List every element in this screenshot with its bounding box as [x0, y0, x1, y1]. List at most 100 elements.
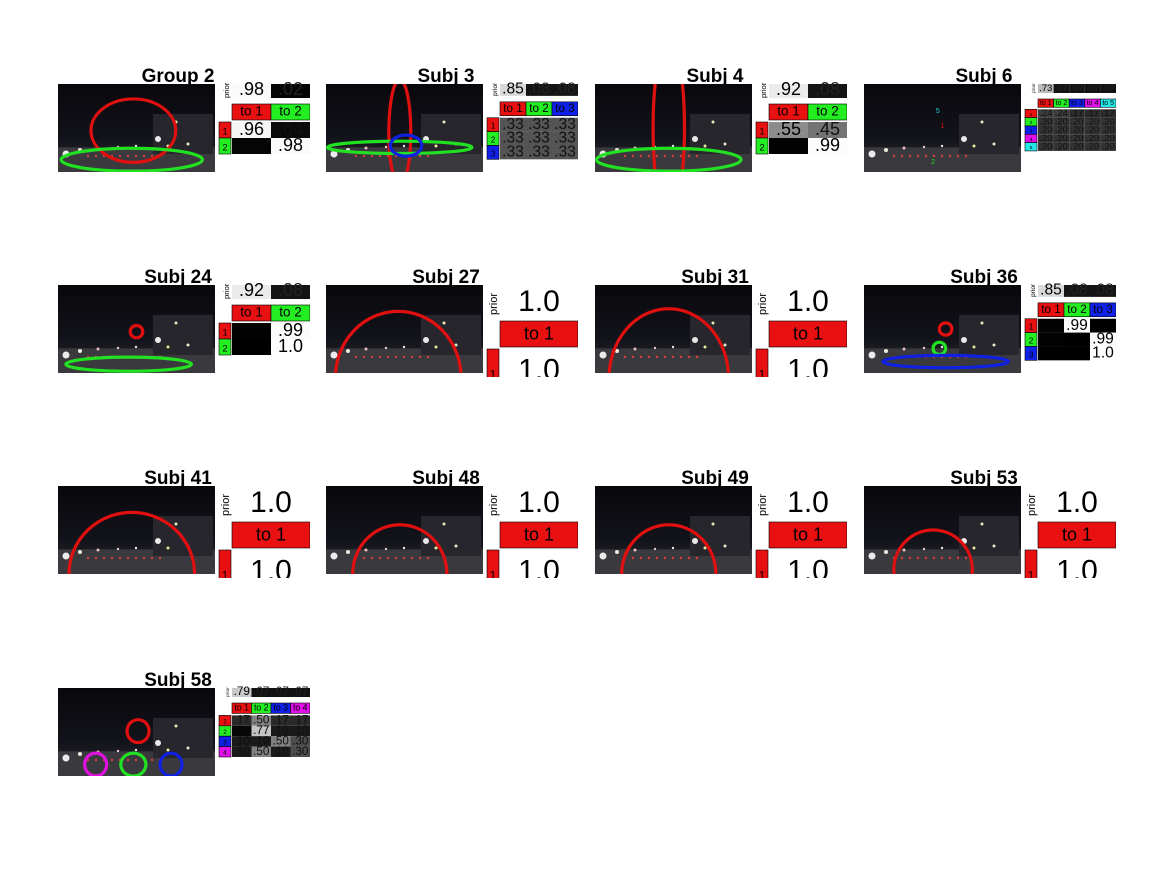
matrix-value: .45 [815, 119, 840, 139]
street-light [633, 548, 637, 552]
matrix-cell [500, 349, 578, 377]
row-header-label: 3 [1030, 128, 1033, 134]
prior-value: 1.0 [1056, 486, 1098, 519]
matrix-cell [1038, 346, 1064, 361]
tail-light [916, 154, 920, 158]
tail-light [94, 154, 98, 158]
matrix-value: .96 [239, 119, 264, 139]
prior-label: prior [1026, 494, 1038, 516]
row-header-label: 1 [1030, 112, 1033, 118]
matrix-value: .10 [253, 735, 270, 748]
col-header-cell [1037, 521, 1116, 549]
col-header-label: to 1 [524, 324, 554, 344]
prior-label: prior [488, 494, 500, 516]
street-light [671, 144, 675, 148]
row-header-cell [755, 348, 769, 377]
row-header-label: 3 [1029, 349, 1034, 359]
matrix-value: .99 [1092, 331, 1114, 348]
matrix-cell [1069, 142, 1085, 151]
street-light [972, 345, 976, 349]
matrix-cell [232, 746, 252, 757]
tail-light [150, 758, 154, 762]
street-light [402, 144, 406, 148]
col-header-cell [270, 103, 310, 121]
street-light [434, 546, 438, 550]
street-light [653, 346, 657, 350]
street-light [922, 547, 926, 551]
street-light [633, 347, 637, 351]
state-ellipse [651, 84, 687, 172]
col-header-label: to 1 [793, 525, 823, 545]
tail-light [426, 154, 430, 158]
matrix-value: .20 [1055, 133, 1068, 143]
tail-light [940, 154, 944, 158]
tail-light [924, 154, 928, 158]
tail-light [142, 154, 146, 158]
row-header-label: 3 [491, 148, 496, 158]
matrix-cell [251, 736, 271, 747]
street-light [186, 142, 190, 146]
row-header-cell [486, 145, 500, 160]
state-ellipse [620, 523, 718, 574]
col-header-cell [768, 320, 847, 348]
street-light [96, 548, 100, 552]
matrix-cell [251, 725, 271, 737]
tail-light [647, 556, 651, 560]
matrix-cell [500, 550, 578, 578]
prior-value: .98 [239, 80, 264, 99]
col-header-cell [290, 702, 310, 714]
street-light [155, 136, 161, 142]
matrix-value: .98 [278, 135, 303, 155]
matrix-value: .04 [278, 119, 303, 139]
row-header-cell [218, 338, 232, 356]
row-header-label: 1 [759, 569, 766, 578]
state-ellipse [937, 321, 954, 337]
state-ellipse [326, 139, 474, 156]
matrix-cell [251, 746, 271, 757]
matrix-value: .10 [234, 735, 251, 748]
prior-cell [232, 285, 271, 299]
subplot-title: Subj 27 [412, 267, 480, 288]
subplot-title: Subj 6 [955, 66, 1013, 87]
street-light [922, 145, 926, 149]
scene-image [595, 285, 752, 373]
prior-value: .85 [502, 80, 524, 97]
matrix-cell [500, 145, 526, 160]
matrix-cell [500, 131, 526, 146]
matrix-value: .10 [273, 724, 290, 737]
matrix-cell [1100, 109, 1116, 118]
tail-light [916, 556, 920, 560]
row-header-label: 1 [491, 121, 496, 131]
matrix-value: .50 [253, 714, 270, 727]
tail-light [639, 154, 643, 158]
col-header-label: to 2 [254, 702, 269, 712]
tail-light [402, 556, 406, 560]
col-header-cell [231, 521, 310, 549]
street-light [711, 120, 715, 124]
prior-cell [1064, 285, 1090, 297]
subplot-title: Subj 58 [144, 670, 212, 691]
subplot-title: Subj 48 [412, 468, 480, 489]
street-light [671, 345, 675, 349]
tail-light [663, 154, 667, 158]
col-header-cell [1100, 98, 1116, 108]
row-header-cell [218, 137, 232, 155]
matrix-cell [1100, 134, 1116, 143]
street-light [902, 548, 906, 552]
matrix-value: 1.0 [278, 336, 303, 356]
row-header-label: 1 [490, 569, 497, 578]
matrix-value: .10 [234, 745, 251, 758]
scene-image [864, 486, 1021, 574]
col-header-label: to 1 [503, 102, 523, 115]
prior-value: .92 [239, 281, 264, 300]
matrix-value: .17 [234, 714, 250, 727]
tail-light [679, 355, 683, 359]
matrix-value: .17 [292, 714, 308, 727]
street-light [174, 724, 178, 728]
street-light [116, 346, 120, 350]
prior-value: 1.0 [787, 285, 829, 318]
matrix-cell [271, 122, 310, 138]
